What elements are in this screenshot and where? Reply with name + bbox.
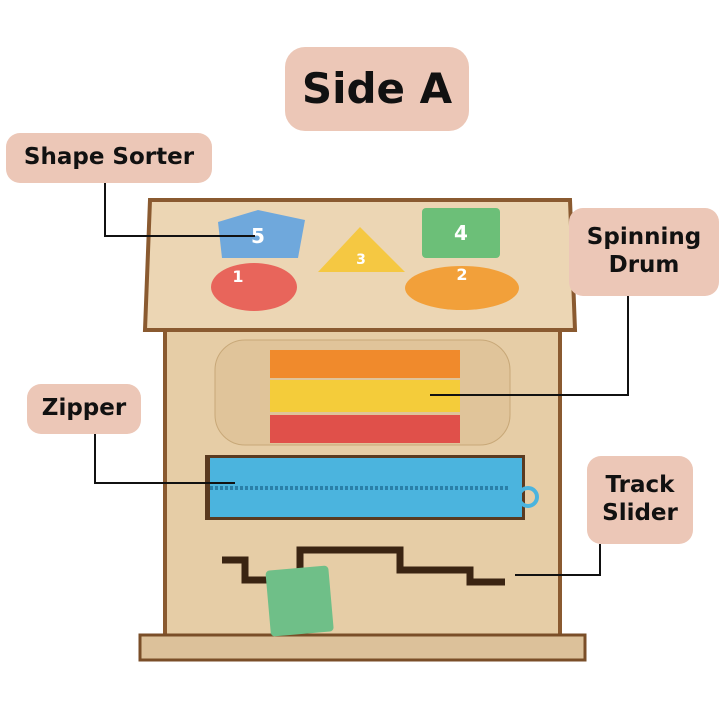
label-spinning-drum: Spinning Drum — [569, 208, 719, 296]
slider-track — [222, 546, 505, 586]
label-track-slider: Track Slider — [587, 456, 693, 544]
page-title: Side A — [285, 47, 469, 131]
slider-block[interactable] — [265, 565, 334, 637]
drum-red[interactable] — [270, 415, 460, 443]
pentagon-number: 5 — [251, 224, 265, 248]
drum-yellow[interactable] — [270, 380, 460, 412]
square-shape[interactable] — [422, 208, 500, 258]
zipper-pull[interactable] — [517, 486, 539, 508]
cube-base — [138, 633, 587, 662]
pentagon-shape[interactable] — [218, 210, 305, 258]
oval-number: 2 — [456, 265, 467, 284]
triangle-shape[interactable] — [318, 227, 405, 272]
leader-lines — [94, 183, 629, 576]
oval-shape[interactable] — [405, 266, 519, 310]
circle-number: 1 — [232, 267, 243, 286]
label-zipper: Zipper — [27, 384, 141, 434]
label-shape-sorter: Shape Sorter — [6, 133, 212, 183]
circle-shape[interactable] — [211, 263, 297, 311]
triangle-number: 3 — [356, 252, 366, 268]
square-number: 4 — [454, 221, 468, 245]
drum-orange[interactable] — [270, 350, 460, 378]
